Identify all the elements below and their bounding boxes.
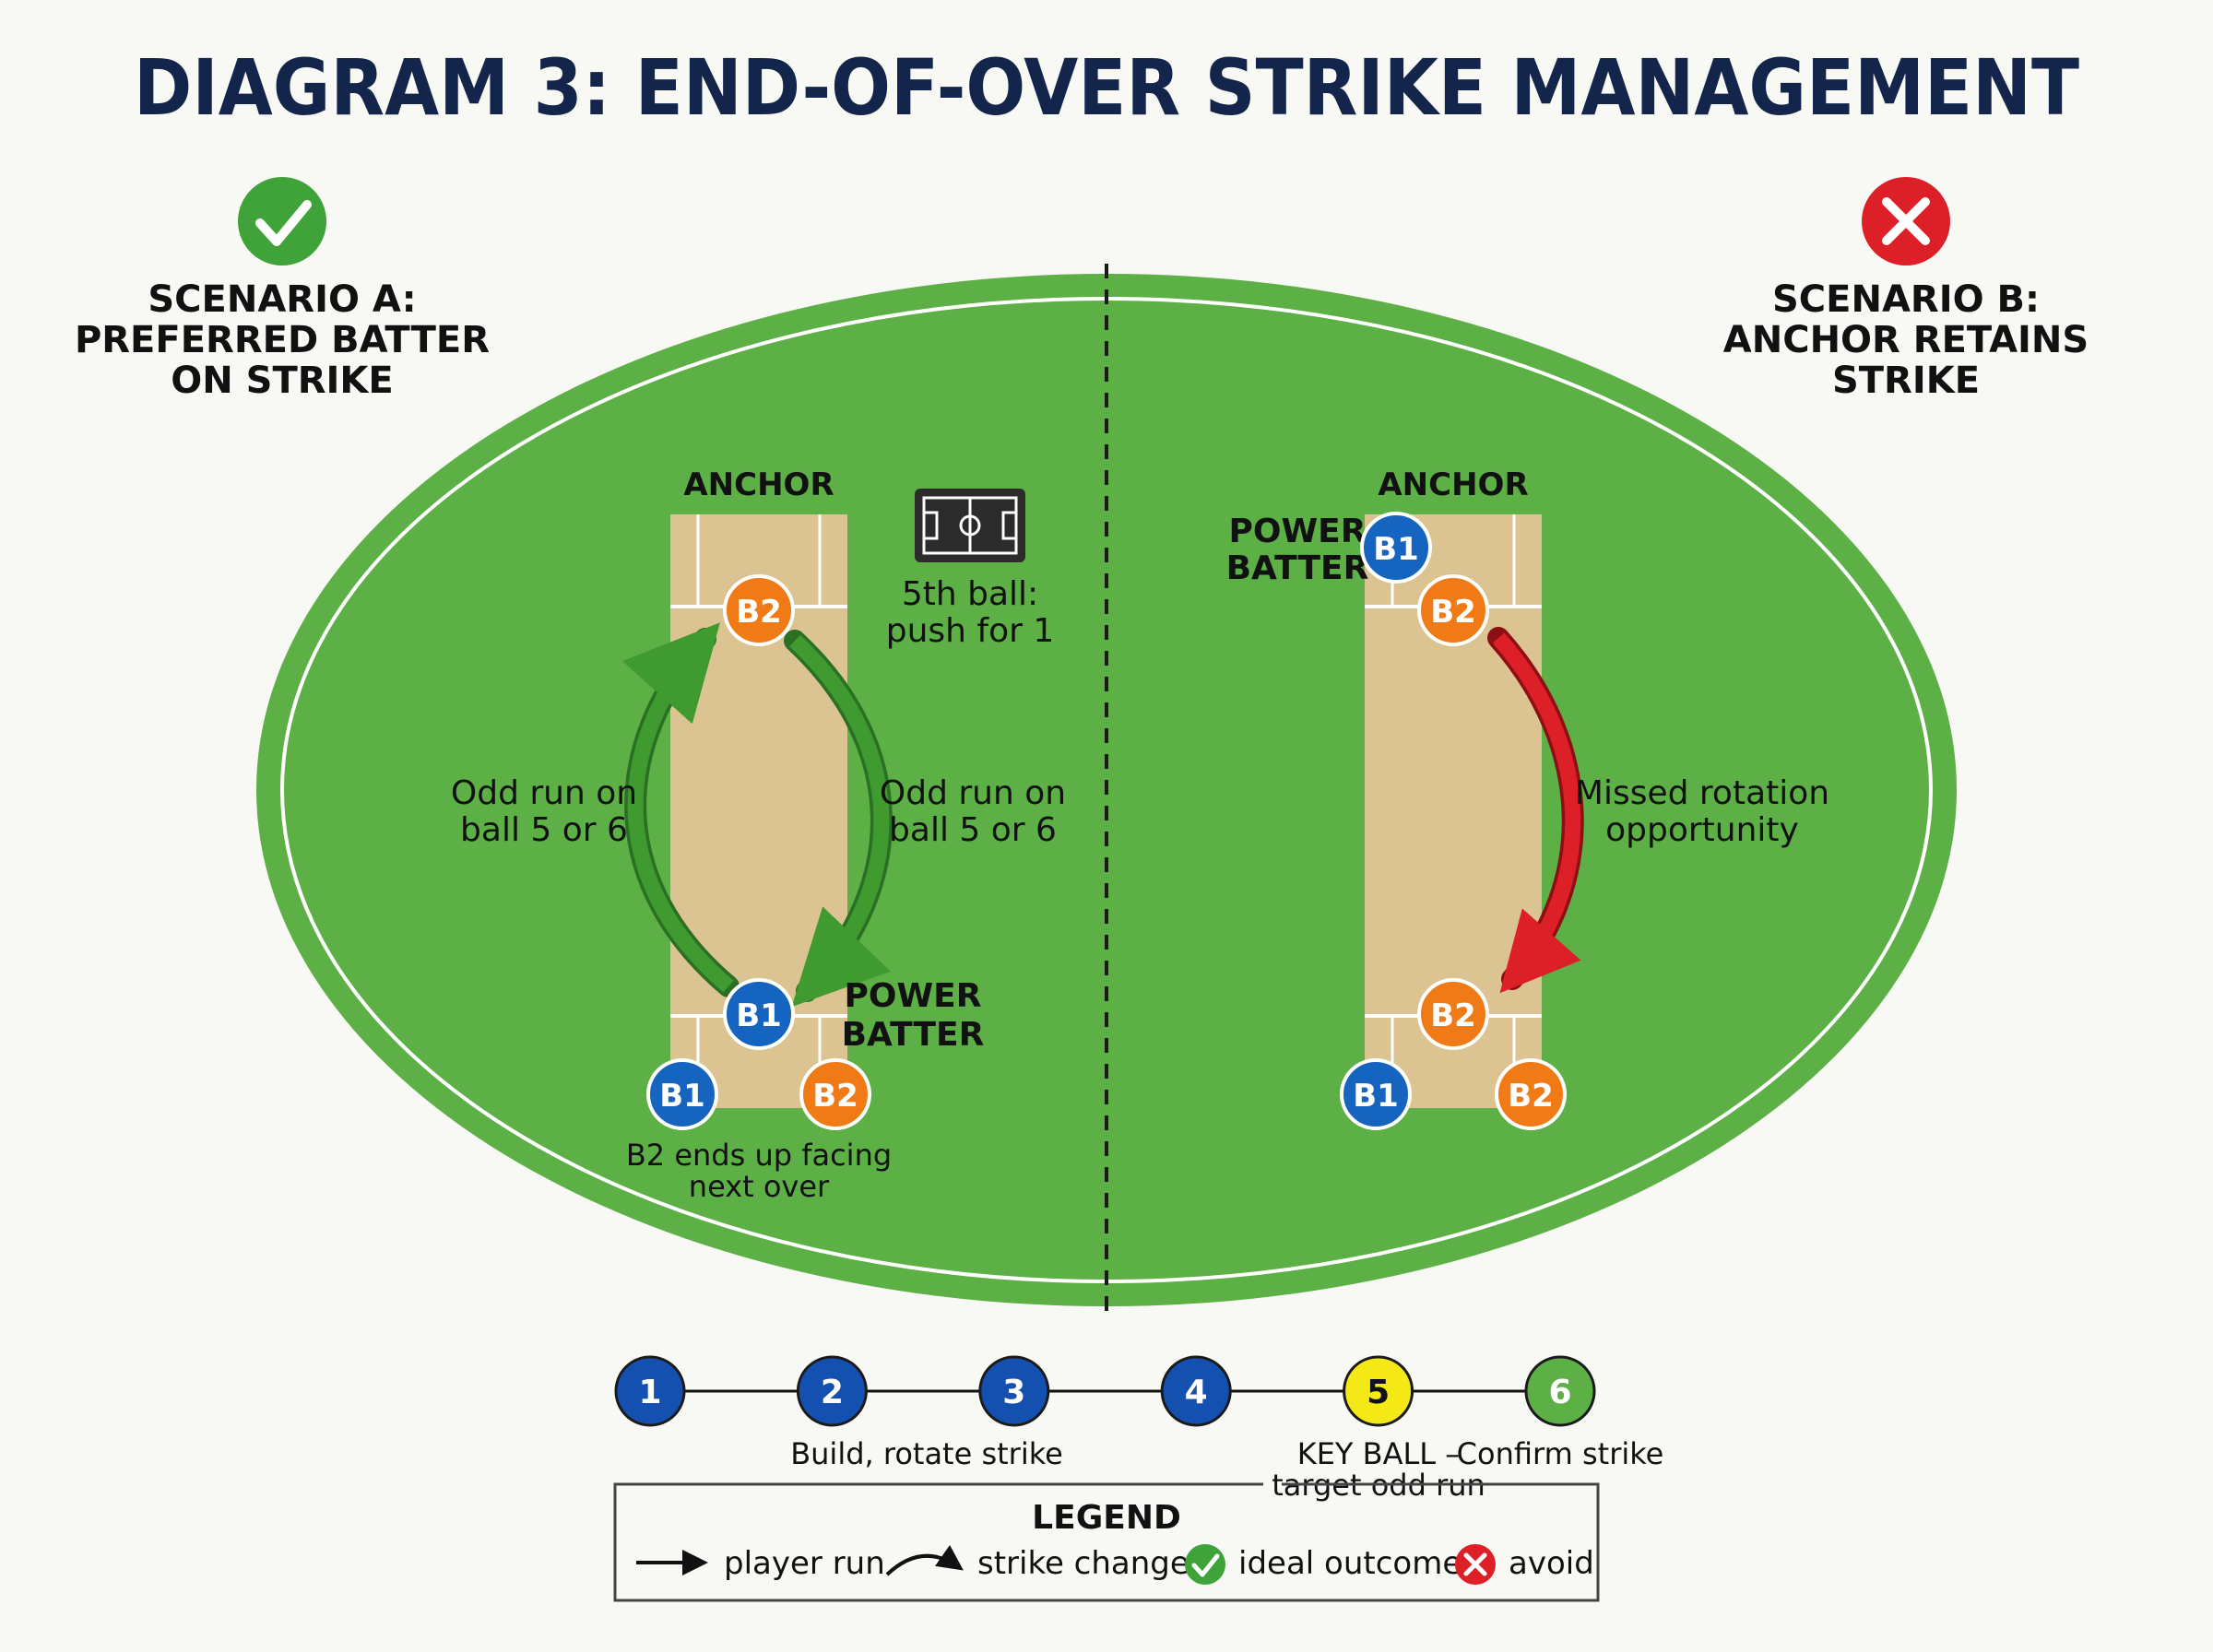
legend-label-avoid: avoid	[1509, 1545, 1594, 1582]
arrow-label-left-line2: ball 5 or 6	[460, 811, 628, 849]
ball-marker-5: 5	[1343, 1355, 1414, 1427]
arrow-label-b-line1: Missed rotation	[1575, 774, 1829, 812]
batter-token-b2-end-a: B2	[799, 1058, 871, 1130]
ball-number-5: 5	[1367, 1374, 1390, 1411]
svg-text:B2: B2	[736, 594, 782, 631]
batter-token-b1-end-a: B1	[646, 1058, 718, 1130]
arrow-label-right-line1: Odd run on	[880, 774, 1066, 812]
ball-marker-1: 1	[614, 1355, 686, 1427]
svg-text:B2: B2	[1430, 997, 1476, 1034]
power-batter-label-b-line2: BATTER	[1226, 549, 1369, 587]
batter-token-b1-side-b: B1	[1360, 512, 1432, 584]
arrow-label-b-line2: opportunity	[1605, 811, 1799, 849]
ball-number-2: 2	[821, 1374, 844, 1411]
pitch-board-icon	[915, 489, 1025, 562]
page-title: DIAGRAM 3: END-OF-OVER STRIKE MANAGEMENT	[134, 42, 2079, 133]
cross-icon	[1862, 177, 1950, 266]
ball-marker-2: 2	[796, 1355, 868, 1427]
arrow-label-left-line1: Odd run on	[451, 774, 637, 812]
ball-number-1: 1	[638, 1374, 661, 1411]
svg-text:B1: B1	[1373, 531, 1419, 568]
svg-text:B1: B1	[659, 1078, 705, 1115]
note-line1: 5th ball:	[902, 575, 1038, 613]
batter-token-b2-top-b: B2	[1417, 574, 1489, 646]
svg-text:B1: B1	[1353, 1078, 1399, 1115]
scenario-b: SCENARIO B: ANCHOR RETAINS STRIKE ANCHOR…	[1226, 177, 2089, 1130]
arrow-label-right-line2: ball 5 or 6	[889, 811, 1057, 849]
batter-token-b2-top-a: B2	[723, 574, 795, 646]
end-caption-a-line1: B2 ends up facing	[626, 1138, 892, 1173]
batter-token-b2-end-b: B2	[1495, 1058, 1567, 1130]
check-icon	[1185, 1544, 1225, 1585]
ball-marker-4: 4	[1160, 1355, 1232, 1427]
legend: LEGEND player run strike change ideal ou…	[613, 1482, 1600, 1602]
batter-token-b2-bottom-b: B2	[1417, 978, 1489, 1050]
svg-text:B2: B2	[812, 1078, 858, 1115]
power-batter-label-a-line1: POWER	[844, 977, 981, 1015]
scenario-b-title-line2: ANCHOR RETAINS	[1723, 319, 2089, 361]
ball-number-6: 6	[1548, 1374, 1571, 1411]
legend-label-player-run: player run	[724, 1545, 885, 1582]
svg-text:B2: B2	[1508, 1078, 1554, 1115]
batter-token-b1-end-b: B1	[1340, 1058, 1412, 1130]
power-batter-label-a-line2: BATTER	[842, 1016, 985, 1054]
scenario-b-title-line1: SCENARIO B:	[1772, 278, 2040, 321]
anchor-label-a: ANCHOR	[683, 466, 834, 503]
confirm-label: Confirm strike	[1457, 1436, 1664, 1471]
scenario-b-title-line3: STRIKE	[1832, 360, 1980, 402]
check-icon	[238, 177, 326, 266]
key-ball-label-line1: KEY BALL –	[1297, 1436, 1461, 1471]
end-caption-a-line2: next over	[689, 1169, 830, 1204]
anchor-label-b: ANCHOR	[1378, 466, 1528, 503]
build-label: Build, rotate strike	[790, 1436, 1063, 1471]
scenario-a-title-line2: PREFERRED BATTER	[75, 319, 490, 361]
batter-token-b1-bottom-a: B1	[723, 978, 795, 1050]
scenario-a: SCENARIO A: PREFERRED BATTER ON STRIKE A…	[75, 177, 1066, 1204]
ball-marker-6: 6	[1524, 1355, 1596, 1427]
svg-text:B1: B1	[736, 997, 782, 1034]
ball-number-3: 3	[1002, 1374, 1025, 1411]
curved-arrow-icon	[885, 1544, 964, 1576]
ball-marker-3: 3	[978, 1355, 1050, 1427]
legend-label-ideal-outcome: ideal outcome	[1238, 1545, 1462, 1582]
cross-icon	[1455, 1544, 1496, 1585]
scenario-a-title-line1: SCENARIO A:	[148, 278, 416, 321]
power-batter-label-b-line1: POWER	[1228, 513, 1366, 550]
scenario-a-title-line3: ON STRIKE	[171, 360, 394, 402]
svg-text:B2: B2	[1430, 594, 1476, 631]
note-line2: push for 1	[886, 612, 1055, 650]
ball-number-4: 4	[1185, 1374, 1208, 1411]
legend-label-strike-change: strike change	[977, 1545, 1189, 1582]
legend-title: LEGEND	[1032, 1499, 1181, 1537]
